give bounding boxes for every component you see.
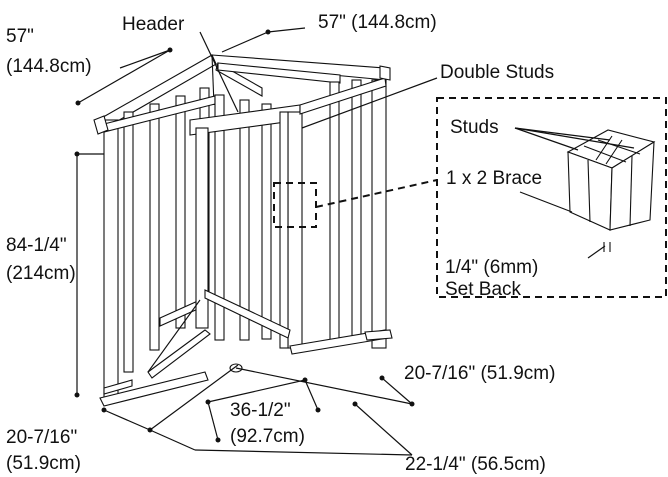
left-stud-3	[175, 95, 186, 329]
right-rafter-inner	[217, 62, 341, 84]
stud-split-1	[587, 159, 591, 223]
label-studs: Studs	[450, 117, 499, 138]
label-width-top-left-2: (144.8cm)	[6, 56, 92, 77]
detail-box	[436, 97, 667, 298]
left-bottom-stub	[103, 379, 133, 395]
height-dim-dot-top	[74, 151, 80, 157]
left-brace	[147, 329, 211, 379]
door-dim-tick-left	[207, 401, 219, 441]
bottom-right-dim-line	[235, 367, 413, 405]
door-dim-line	[207, 379, 306, 403]
right-top-plate	[299, 77, 387, 115]
left-stud-2	[149, 103, 160, 351]
door-right-jamb	[287, 111, 303, 349]
stud-detail-callout	[273, 97, 667, 298]
bottom-left-dim-dot	[101, 407, 107, 413]
label-bottom-right: 20-7/16" (51.9cm)	[404, 363, 555, 384]
bottom-mid-leader-right	[354, 403, 413, 456]
door-dim-tick-right	[304, 379, 319, 411]
stud-detail-drawing	[566, 129, 656, 252]
top-right-dim-line	[221, 31, 269, 53]
label-header: Header	[122, 14, 185, 35]
door-dim-dot-left	[205, 399, 211, 405]
left-bottom-plate	[99, 371, 209, 407]
corner-marker	[229, 363, 243, 373]
setback-leader	[587, 245, 606, 259]
label-bottom-left-1: 20-7/16"	[6, 427, 77, 448]
bottom-right-dim-dot	[409, 401, 415, 407]
door-dim-dot-4	[315, 407, 321, 413]
label-door-2: (92.7cm)	[230, 426, 305, 447]
bottom-left-dim-line	[103, 409, 151, 431]
label-door-1: 36-1/2"	[230, 400, 291, 421]
stud-top-line-2	[583, 145, 627, 163]
door-dim-dot-right	[302, 377, 308, 383]
top-left-dim-line	[77, 49, 171, 104]
stud-top-line-1	[597, 139, 641, 155]
dimension-lines	[74, 27, 635, 456]
studs-leader-2	[514, 127, 611, 141]
bottom-mid-dim-dot	[352, 401, 358, 407]
label-width-top-left-1: 57"	[6, 26, 34, 47]
stud-split-2	[629, 155, 633, 227]
labels: Header 57" (144.8cm) 57" (144.8cm) Doubl…	[6, 12, 555, 475]
callout-marker	[273, 182, 317, 228]
bottom-right-dim-tick	[381, 377, 413, 405]
right-corner-stud	[371, 79, 387, 349]
bottom-mid-leader-left	[194, 449, 413, 456]
door-sill-left	[204, 289, 291, 339]
bottom-mid-dim-line	[149, 429, 196, 451]
brace-leader	[519, 191, 573, 213]
double-studs-leader	[301, 77, 438, 129]
top-right-dim-dot	[265, 29, 271, 35]
right-bottom-stub	[364, 329, 393, 341]
door-right-jamb-2	[279, 111, 289, 349]
left-rafter-end	[93, 115, 109, 135]
bottom-right-dim-dot-2	[379, 375, 385, 381]
back-stud-3	[261, 103, 272, 340]
studs-leader-1	[514, 127, 579, 151]
stud-face-right	[609, 140, 655, 231]
back-stud-1	[214, 94, 225, 341]
bottom-left-dim-diag	[149, 364, 239, 431]
label-setback-2: Set Back	[445, 279, 522, 300]
label-double-studs: Double Studs	[440, 62, 554, 83]
top-left-dim-dot-2	[75, 100, 81, 106]
brace-hatch-2	[605, 139, 623, 165]
left-corner-stud	[103, 119, 119, 399]
header-leader	[199, 31, 239, 113]
top-left-dim-dot-1	[167, 47, 173, 53]
label-height-1: 84-1/4"	[6, 235, 67, 256]
right-stud-2	[351, 79, 362, 343]
height-dim-dot-bottom	[74, 392, 80, 398]
label-height-2: (214cm)	[6, 263, 76, 284]
door-left-jamb	[195, 127, 209, 329]
back-stud-2	[239, 99, 250, 341]
callout-leader	[315, 179, 438, 208]
right-rafter-end	[379, 65, 391, 81]
studs-leader-3	[514, 127, 635, 149]
shed-frame	[93, 54, 393, 407]
right-stud-1	[329, 81, 340, 341]
left-stud-1	[123, 111, 134, 373]
top-left-dim-leader	[119, 49, 171, 69]
label-bottom-mid: 22-1/4" (56.5cm)	[405, 454, 546, 475]
label-brace: 1 x 2 Brace	[446, 168, 542, 189]
door-dim-dot-3	[215, 437, 221, 443]
label-setback-1: 1/4" (6mm)	[445, 257, 538, 278]
label-bottom-left-2: (51.9cm)	[6, 453, 81, 474]
floor-edge	[147, 299, 201, 373]
label-width-top-right: 57" (144.8cm)	[318, 12, 437, 33]
top-right-dim-leader	[267, 27, 306, 33]
